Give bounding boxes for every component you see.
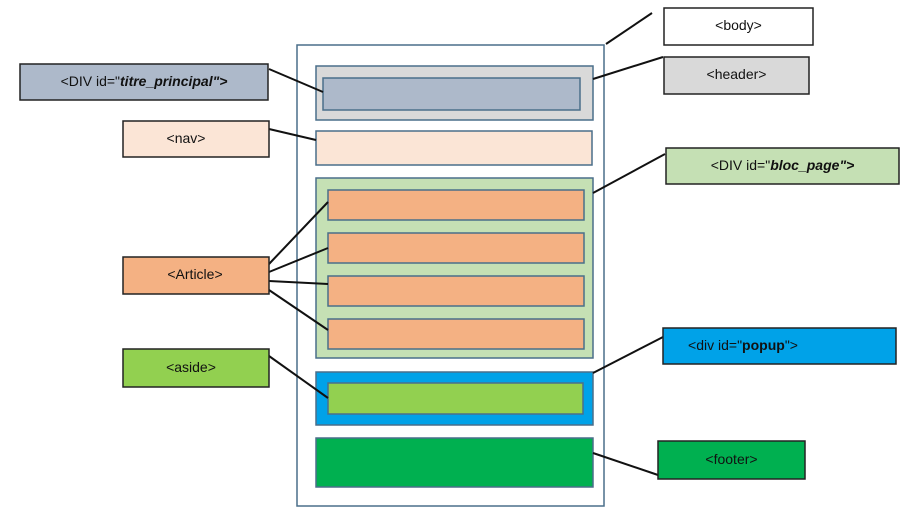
article-label: <Article> xyxy=(167,266,222,282)
bloc-page-label-box xyxy=(665,147,900,185)
bloc-page-label: <DIV id="bloc_page"> xyxy=(711,157,855,173)
article-block xyxy=(327,232,585,264)
article-label-box xyxy=(122,256,270,295)
connector-article-4 xyxy=(268,289,329,331)
nav-label-box xyxy=(122,120,270,158)
connector-header xyxy=(592,56,664,80)
titre-principal-block xyxy=(322,77,581,111)
footer-label-box xyxy=(657,440,806,480)
connectors xyxy=(268,12,666,476)
footer-label: <footer> xyxy=(705,451,757,467)
header-label: <header> xyxy=(707,66,767,82)
connector-aside xyxy=(268,355,329,399)
nav-label: <nav> xyxy=(167,130,206,146)
popup-label: <div id="popup"> xyxy=(688,337,798,353)
article-block xyxy=(327,318,585,350)
footer-block xyxy=(315,437,594,488)
body-label-box xyxy=(663,7,814,46)
connector-bloc-page xyxy=(592,153,666,194)
aside-label-box xyxy=(122,348,270,388)
header-label-box xyxy=(663,56,810,95)
connector-article-2 xyxy=(268,247,329,273)
popup-label-box xyxy=(662,327,897,365)
body-label: <body> xyxy=(715,17,762,33)
connector-body xyxy=(605,12,653,45)
connector-titre-principal xyxy=(268,68,324,93)
titre-principal-label-box xyxy=(19,63,269,101)
connector-footer xyxy=(592,452,659,476)
connector-article-3 xyxy=(268,280,329,285)
connector-article-1 xyxy=(268,201,329,265)
aside-label: <aside> xyxy=(166,359,216,375)
connector-popup xyxy=(592,336,664,374)
article-block xyxy=(327,189,585,221)
nav-block xyxy=(315,130,593,166)
article-block xyxy=(327,275,585,307)
connector-nav xyxy=(268,128,317,141)
titre-principal-label: <DIV id="titre_principal"> xyxy=(61,73,228,89)
aside-block xyxy=(327,382,584,415)
